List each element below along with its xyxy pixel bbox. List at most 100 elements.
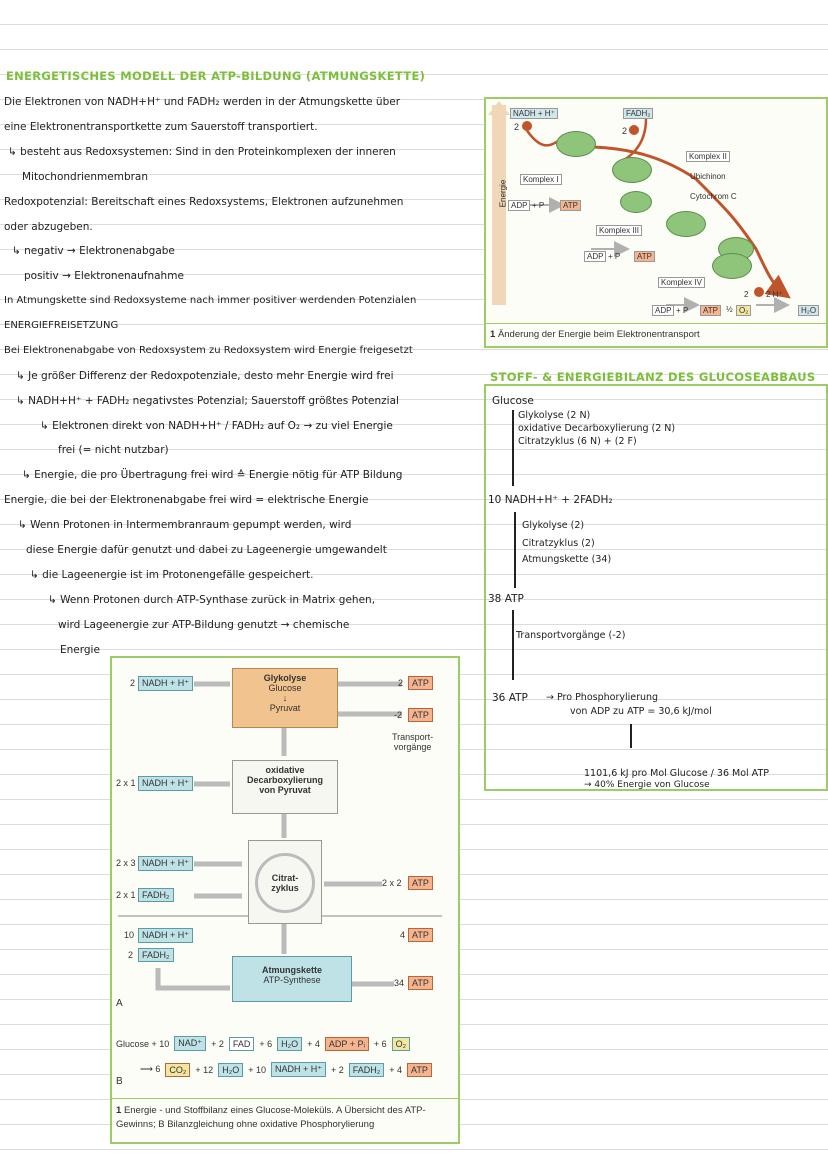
count-label: 34 — [394, 978, 405, 988]
adp-label: ADP — [584, 251, 607, 262]
note-line: ↳ besteht aus Redoxsystemen: Sind in den… — [8, 146, 396, 158]
note-line: ↳ Elektronen direkt von NADH+H⁺ / FADH₂ … — [40, 420, 393, 432]
ubichinon-shape — [620, 191, 652, 213]
balance-box — [484, 384, 828, 791]
note-line: wird Lageenergie zur ATP-Bildung genutzt… — [58, 619, 350, 631]
atp-box: ATP — [408, 708, 433, 722]
figure-caption: 1 Änderung der Energie beim Elektronentr… — [490, 329, 700, 340]
note-line: In Atmungskette sind Redoxsysteme nach i… — [4, 295, 417, 306]
count-label: 4 — [400, 930, 406, 940]
water-label: H₂O — [798, 305, 820, 316]
figure-caption: 1 Energie - und Stoffbilanz eines Glucos… — [116, 1105, 426, 1130]
energy-axis — [492, 105, 506, 305]
atp-label: ATP — [634, 251, 655, 262]
count-label: 10 — [124, 930, 135, 940]
step-line: Transportvorgänge (-2) — [516, 630, 626, 641]
count-label: 2 x 1 — [116, 778, 136, 788]
cytochrome-label: Cytochrom C — [690, 192, 737, 201]
fadh-box: FADH₂ — [138, 948, 174, 962]
complex-2-label: Komplex II — [686, 151, 730, 162]
phosphate-label: + P — [532, 201, 545, 210]
nadh-label: NADH + H⁺ — [510, 108, 558, 119]
note-heading: ENERGIEFREISETZUNG — [4, 320, 119, 331]
atp-box: ATP — [408, 976, 433, 990]
note-line: Bei Elektronenabgabe von Redoxsystem zu … — [4, 345, 413, 356]
flow-lines — [118, 681, 442, 991]
note-line: diese Energie dafür genutzt und dabei zu… — [26, 544, 387, 556]
note-line: von ADP zu ATP = 30,6 kJ/mol — [570, 706, 712, 717]
atp-label: ATP — [700, 305, 721, 316]
complex-4-shape — [712, 253, 752, 279]
note-line: Redoxpotenzial: Bereitschaft eines Redox… — [4, 196, 404, 208]
left-title: ENERGETISCHES MODELL DER ATP-BILDUNG (AT… — [6, 69, 426, 83]
step-line: Glykolyse (2 N) — [518, 410, 591, 421]
count-label: 2 — [128, 950, 134, 960]
result-line: → 40% Energie von Glucose — [584, 780, 710, 790]
citrate-cycle-box: Citrat- zyklus — [248, 840, 322, 924]
note-line: → Pro Phosphorylierung — [546, 692, 659, 703]
ubichinon-label: Ubichinon — [690, 172, 726, 181]
complex-3-label: Komplex III — [596, 225, 643, 236]
flow-arrow — [512, 410, 514, 486]
flow-arrow — [512, 610, 514, 680]
complex-1-shape — [556, 131, 596, 157]
note-line: Mitochondrienmembran — [22, 171, 149, 183]
nadh-box: NADH + H⁺ — [138, 676, 194, 691]
adp-label: ADP — [652, 305, 675, 316]
nadh-box: NADH + H⁺ — [138, 856, 194, 871]
count-label: 2 x 2 — [382, 878, 402, 888]
right-title: STOFF- & ENERGIEBILANZ DES GLUCOSEABBAUS — [490, 370, 816, 384]
decarboxylation-box: oxidative Decarboxylierung von Pyruvat — [232, 760, 338, 814]
result-line: 1101,6 kJ pro Mol Glucose / 36 Mol ATP — [584, 768, 769, 779]
adp-label: ADP — [508, 200, 531, 211]
fadh-box: FADH₂ — [138, 888, 174, 902]
atp-box: ATP — [408, 676, 433, 690]
note-line: ↳ die Lageenergie ist im Protonengefälle… — [30, 569, 314, 581]
phosphate-label: + P — [676, 306, 689, 315]
atp-38-label: 38 ATP — [488, 593, 524, 605]
note-line: frei (= nicht nutzbar) — [58, 444, 169, 456]
note-line: ↳ Je größer Differenz der Redoxpotenzial… — [16, 370, 394, 382]
electron-icon — [522, 121, 532, 131]
complex-3-shape — [666, 211, 706, 237]
step-line: Citratzyklus (6 N) + (2 F) — [518, 436, 637, 447]
note-line: eine Elektronentransportkette zum Sauers… — [4, 121, 318, 133]
step-line: Glykolyse (2) — [522, 520, 585, 531]
transport-label: Transport- vorgänge — [392, 732, 434, 752]
oxygen-label: O₂ — [736, 305, 752, 316]
note-line: Die Elektronen von NADH+H⁺ und FADH₂ wer… — [4, 96, 401, 108]
two-label: 2 — [744, 290, 749, 299]
atp-box: ATP — [408, 928, 433, 942]
flow-arrow — [630, 724, 632, 748]
note-line: ↳ negativ → Elektronenabgabe — [12, 245, 175, 257]
complex-2-shape — [612, 157, 652, 183]
two-label: 2 — [514, 122, 520, 132]
atp-36-label: 36 ATP — [492, 692, 528, 704]
note-line: ↳ Energie, die pro Übertragung frei wird… — [22, 469, 403, 481]
glucose-label: Glucose — [492, 395, 534, 407]
count-label: 2 — [130, 678, 136, 688]
count-label: 2 — [398, 678, 404, 688]
fadh-label: FADH₂ — [623, 108, 654, 119]
nadh-box: NADH + H⁺ — [138, 928, 194, 943]
step-line: Atmungskette (34) — [522, 554, 612, 565]
half-label: ½ — [726, 305, 733, 314]
label-b: B — [116, 1076, 123, 1087]
note-line: ↳ Wenn Protonen in Intermembranraum gepu… — [18, 519, 352, 531]
energy-axis-label: Energie — [498, 179, 508, 208]
count-label: -2 — [394, 710, 403, 720]
note-line: ↳ Wenn Protonen durch ATP-Synthase zurüc… — [48, 594, 376, 606]
note-line: oder abzugeben. — [4, 221, 93, 233]
note-line: Energie, die bei der Elektronenabgabe fr… — [4, 494, 369, 506]
two-label: 2 — [622, 126, 628, 136]
note-line: positiv → Elektronenaufnahme — [24, 270, 184, 282]
flow-arrow — [514, 512, 516, 588]
atp-label: ATP — [560, 200, 581, 211]
electron-icon — [629, 125, 639, 135]
complex-4-label: Komplex IV — [658, 277, 705, 288]
intermediate-label: 10 NADH+H⁺ + 2FADH₂ — [488, 494, 613, 506]
note-line: Energie — [60, 644, 100, 656]
